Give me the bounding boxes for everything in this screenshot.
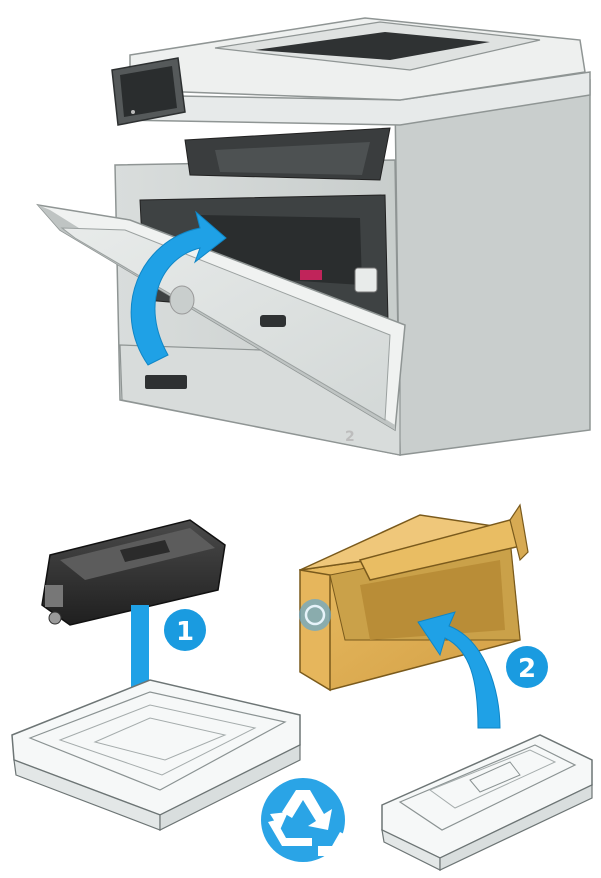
tray-number-label: 2 xyxy=(345,429,355,445)
step-2-badge: 2 xyxy=(506,646,548,688)
step-1-number: 1 xyxy=(176,617,194,647)
recycle-symbol-icon xyxy=(261,778,348,862)
step-1-badge: 1 xyxy=(164,609,206,651)
packaging-tray-right-icon xyxy=(381,734,593,871)
toner-cartridge-icon xyxy=(41,519,226,626)
printer: 2 xyxy=(36,17,591,456)
touchscreen-icon xyxy=(111,57,186,126)
close-door-arrow-icon xyxy=(130,210,227,366)
shipping-box-icon xyxy=(299,503,529,692)
box-recycle-icon xyxy=(299,599,331,631)
packaging-tray-left-icon xyxy=(11,679,301,831)
step-2-number: 2 xyxy=(518,654,536,684)
pack-up-arrow-icon xyxy=(417,611,501,729)
